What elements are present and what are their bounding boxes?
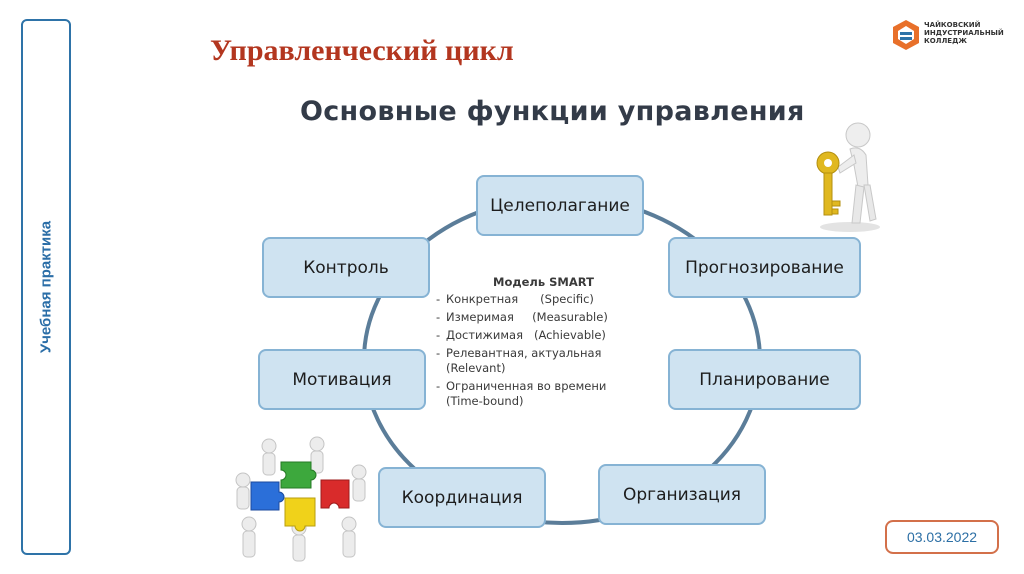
smart-item-text: Конкретная (Specific) — [446, 292, 594, 306]
smart-item-text: Достижимая (Achievable) — [446, 328, 606, 342]
node-control: Контроль — [262, 237, 430, 298]
smart-item: -Ограниченная во времени (Time-bound) — [436, 379, 607, 408]
slide-subtitle: Основные функции управления — [300, 96, 805, 127]
smart-item-text: Ограниченная во времени (Time-bound) — [446, 379, 607, 408]
smart-item-text: Измеримая (Measurable) — [446, 310, 608, 324]
node-coordination: Координация — [378, 467, 546, 528]
smart-model: Модель SMART -Конкретная (Specific) -Изм… — [436, 275, 636, 412]
puzzle-team-illustration — [229, 432, 377, 566]
smart-item: -Релевантная, актуальная (Relevant) — [436, 346, 602, 375]
smart-title: Модель SMART — [493, 275, 594, 289]
node-motivation: Мотивация — [258, 349, 426, 410]
college-logo-icon — [893, 20, 919, 50]
slide-date: 03.03.2022 — [885, 520, 999, 554]
smart-item: -Измеримая (Measurable) — [436, 310, 608, 324]
key-figure-illustration — [816, 122, 880, 232]
slide-title: Управленческий цикл — [210, 34, 514, 67]
smart-item: -Конкретная (Specific) — [436, 292, 594, 306]
logo-line-3: КОЛЛЕДЖ — [924, 37, 967, 45]
smart-item: -Достижимая (Achievable) — [436, 328, 606, 342]
sidebar-frame — [21, 19, 71, 555]
logo-line-2: ИНДУСТРИАЛЬНЫЙ — [924, 29, 1004, 37]
node-goal: Целеполагание — [476, 175, 644, 236]
node-forecast: Прогнозирование — [668, 237, 861, 298]
logo-line-1: ЧАЙКОВСКИЙ — [924, 21, 981, 29]
node-organization: Организация — [598, 464, 766, 525]
college-logo-text: ЧАЙКОВСКИЙ ИНДУСТРИАЛЬНЫЙ КОЛЛЕДЖ — [924, 21, 1004, 45]
node-planning: Планирование — [668, 349, 861, 410]
smart-item-text: Релевантная, актуальная (Relevant) — [446, 346, 602, 375]
